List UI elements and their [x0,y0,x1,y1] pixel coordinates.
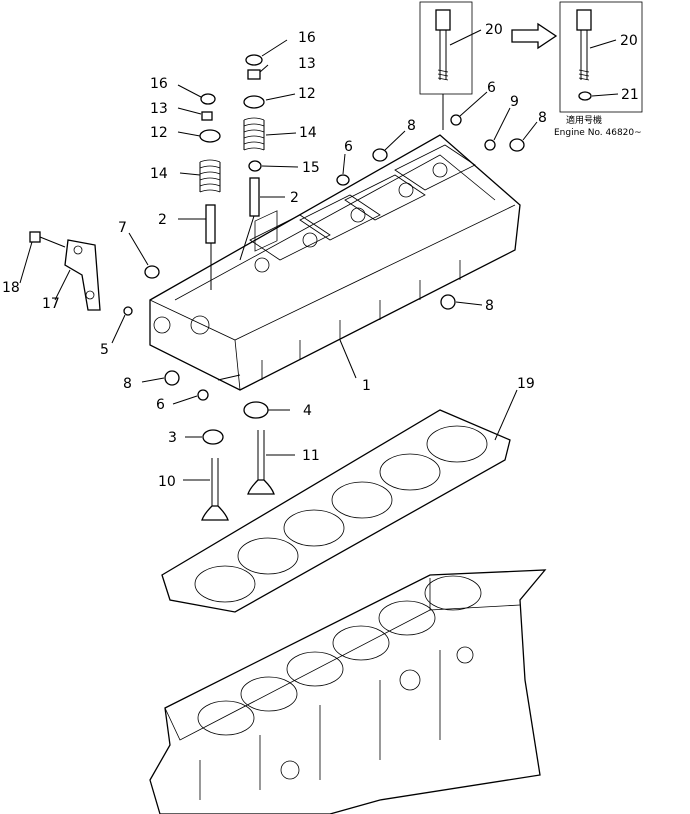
bracket-bolt [29,231,66,248]
callout-10: 10 [158,474,176,490]
valve-seat-3 [202,429,224,445]
callout-17: 17 [42,296,60,312]
serial-note-line1: 適用号機 [566,114,602,126]
plug-8-far [509,138,525,152]
callout-8-top: 8 [407,118,416,134]
callout-16-right: 16 [298,30,316,46]
callout-1: 1 [362,378,371,394]
callout-3: 3 [168,430,177,446]
callout-11: 11 [302,448,320,464]
plug-6-left [197,389,209,401]
valve-spring-left [199,159,221,193]
callout-14-right: 14 [299,125,317,141]
callout-20-new: 20 [620,33,638,49]
callout-14-left: 14 [150,166,168,182]
valve-seat-4 [243,401,269,419]
callout-13-left: 13 [150,101,168,117]
valve-collet-right [247,69,261,80]
valve-guide-left [205,204,216,290]
lifting-bracket [64,239,101,311]
callout-8-left: 8 [123,376,132,392]
head-bolt-new [559,1,643,113]
cylinder-head [149,134,521,391]
callout-8-right: 8 [485,298,494,314]
expansion-plug-7 [144,265,160,279]
callout-7: 7 [118,220,127,236]
valve-guide-right [239,177,260,261]
callout-6-left: 6 [156,397,165,413]
callout-9: 9 [510,94,519,110]
valve-cap-left [200,93,216,105]
callout-2-left: 2 [158,212,167,228]
leader-lines [19,29,619,481]
valve-collet-left [201,111,213,121]
callout-15: 15 [302,160,320,176]
callout-12-right: 12 [298,86,316,102]
plug-8-top [372,148,388,162]
callout-6-far: 6 [487,80,496,96]
spring-retainer-right [243,95,265,109]
plug-6-far [450,114,462,126]
supersession-arrow [511,22,558,50]
callout-18: 18 [2,280,20,296]
callout-19: 19 [517,376,535,392]
callout-20-old: 20 [485,22,503,38]
head-gasket [161,409,511,613]
callout-12-left: 12 [150,125,168,141]
callout-4: 4 [303,403,312,419]
valve-stem-seal [248,160,262,172]
callout-21: 21 [621,87,639,103]
serial-note-line2: Engine No. 46820~ [554,128,642,138]
intake-valve-11 [247,430,275,495]
callout-labels: 20 20 21 16 13 12 14 15 2 16 13 12 14 2 … [2,22,639,490]
serial-note: 適用号機 Engine No. 46820~ [554,114,642,138]
callout-16-left: 16 [150,76,168,92]
head-bolt-old [419,1,473,130]
valve-cap-right [245,54,263,66]
valve-spring-right [243,117,265,151]
callout-6-top: 6 [344,139,353,155]
plug-5 [123,306,133,316]
exhaust-valve-10 [201,458,229,521]
callout-2-right: 2 [290,190,299,206]
plug-8-right [440,294,456,310]
plug-8-left [164,370,180,386]
callout-5: 5 [100,342,109,358]
plug-9 [484,139,496,151]
plug-6-top [336,174,350,186]
spring-retainer-left [199,129,221,143]
callout-8-far: 8 [538,110,547,126]
cylinder-block [149,569,547,814]
callout-13-right: 13 [298,56,316,72]
